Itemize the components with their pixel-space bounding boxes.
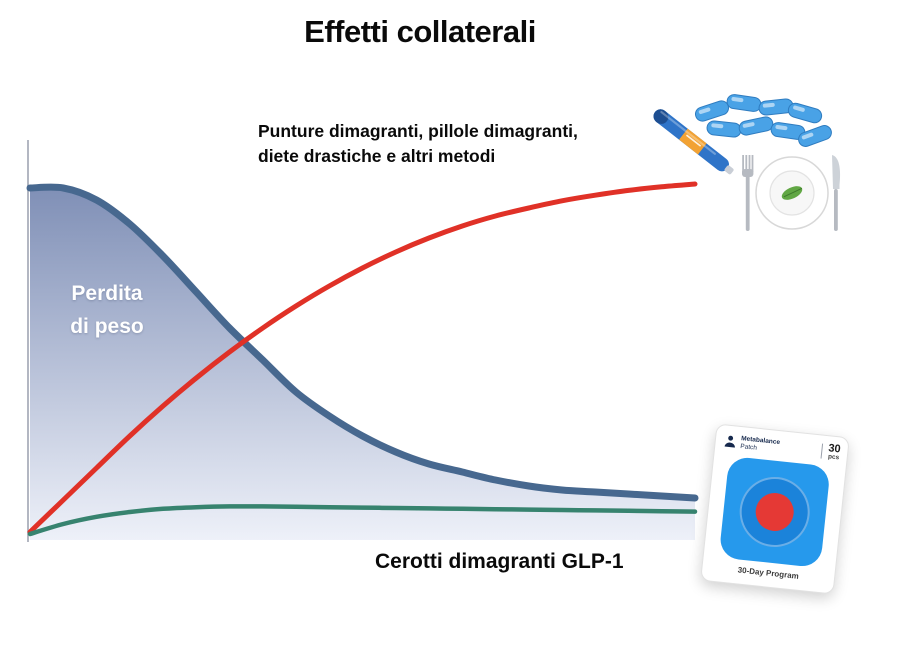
glp1-patch-product: Metabalance Patch 30 pcs 30-Day Program [700,423,850,595]
knife-icon [832,155,841,231]
red-curve-annotation: Punture dimagranti, pillole dimagranti, … [258,119,578,170]
weight-loss-area [30,187,695,540]
diet-methods-illustration [630,93,860,233]
red-curve-annotation-line1: Punture dimagranti, pillole dimagranti, [258,121,578,141]
glp1-patch-curve [27,504,698,537]
plate-icon [755,156,829,230]
patch-image [718,455,831,568]
patch-header-spacer [783,447,816,450]
patch-brand: Metabalance Patch [740,435,780,454]
patch-program-label: 30-Day Program [737,564,800,581]
red-curve-annotation-line2: diete drastiche e altri metodi [258,146,496,167]
leaf-icon [781,186,803,200]
weight-loss-curve [26,183,699,502]
green-curve-annotation: Cerotti dimagranti GLP-1 [375,550,624,573]
pills-icon [694,94,832,147]
fork-icon [742,155,754,231]
weight-loss-label-line1: Perdita [71,282,143,305]
patch-ring [736,473,814,550]
patch-center-dot [753,490,796,533]
injection-pen-icon [653,109,734,175]
patch-count-unit: pcs [827,453,840,462]
patch-logo-icon [724,436,735,448]
weight-loss-label: Perdita di peso [50,278,164,343]
crash-diet-side-effects-curve [27,181,698,535]
diet-methods-illustration-svg [653,94,841,231]
patch-header-divider [820,443,823,459]
weight-loss-label-line2: di peso [70,314,144,338]
patch-header: Metabalance Patch 30 pcs [722,432,841,462]
page-title: Effetti collaterali [304,14,536,49]
patch-count: 30 pcs [827,442,842,462]
